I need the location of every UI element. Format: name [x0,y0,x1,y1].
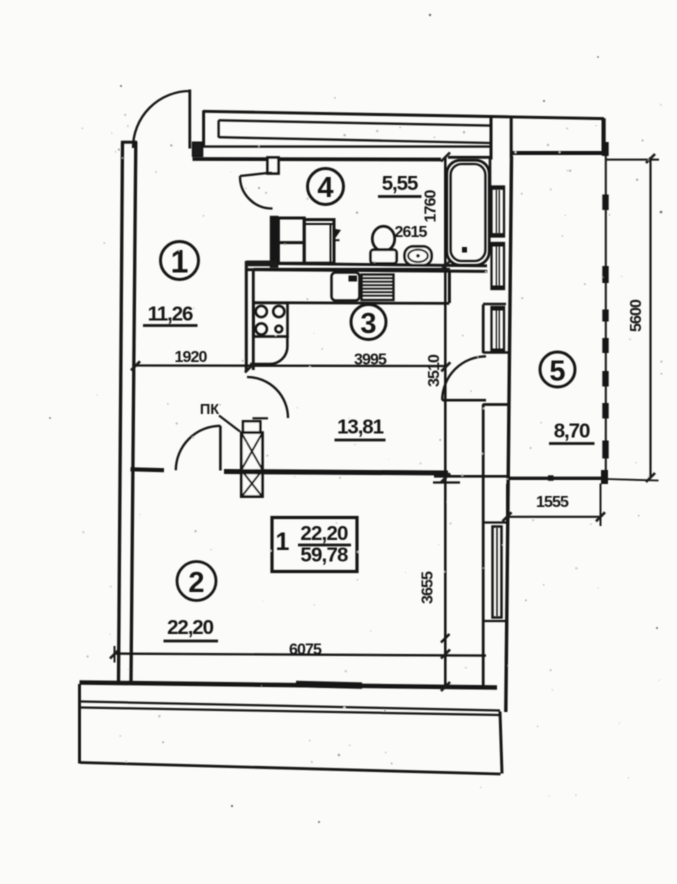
svg-text:3655: 3655 [420,571,437,604]
svg-text:1920: 1920 [175,349,208,366]
svg-text:1: 1 [171,244,189,280]
svg-text:1760: 1760 [423,190,440,223]
svg-text:3: 3 [360,308,376,340]
svg-text:11,26: 11,26 [148,303,193,326]
svg-text:5,55: 5,55 [382,172,418,195]
svg-text:3995: 3995 [354,352,387,369]
svg-text:8,70: 8,70 [554,420,590,443]
svg-text:4: 4 [317,172,333,204]
svg-text:2: 2 [188,567,204,599]
svg-text:3510: 3510 [426,354,443,387]
svg-text:1: 1 [276,528,290,556]
svg-text:59,78: 59,78 [300,544,348,567]
svg-text:22,20: 22,20 [167,616,213,639]
svg-text:5: 5 [549,356,565,388]
svg-text:5600: 5600 [628,299,645,332]
svg-text:2615: 2615 [395,224,428,241]
svg-text:22,20: 22,20 [300,522,348,545]
svg-text:ПК: ПК [200,402,219,418]
svg-text:6075: 6075 [289,642,322,659]
svg-text:13,81: 13,81 [337,416,383,439]
svg-text:1555: 1555 [536,494,569,511]
